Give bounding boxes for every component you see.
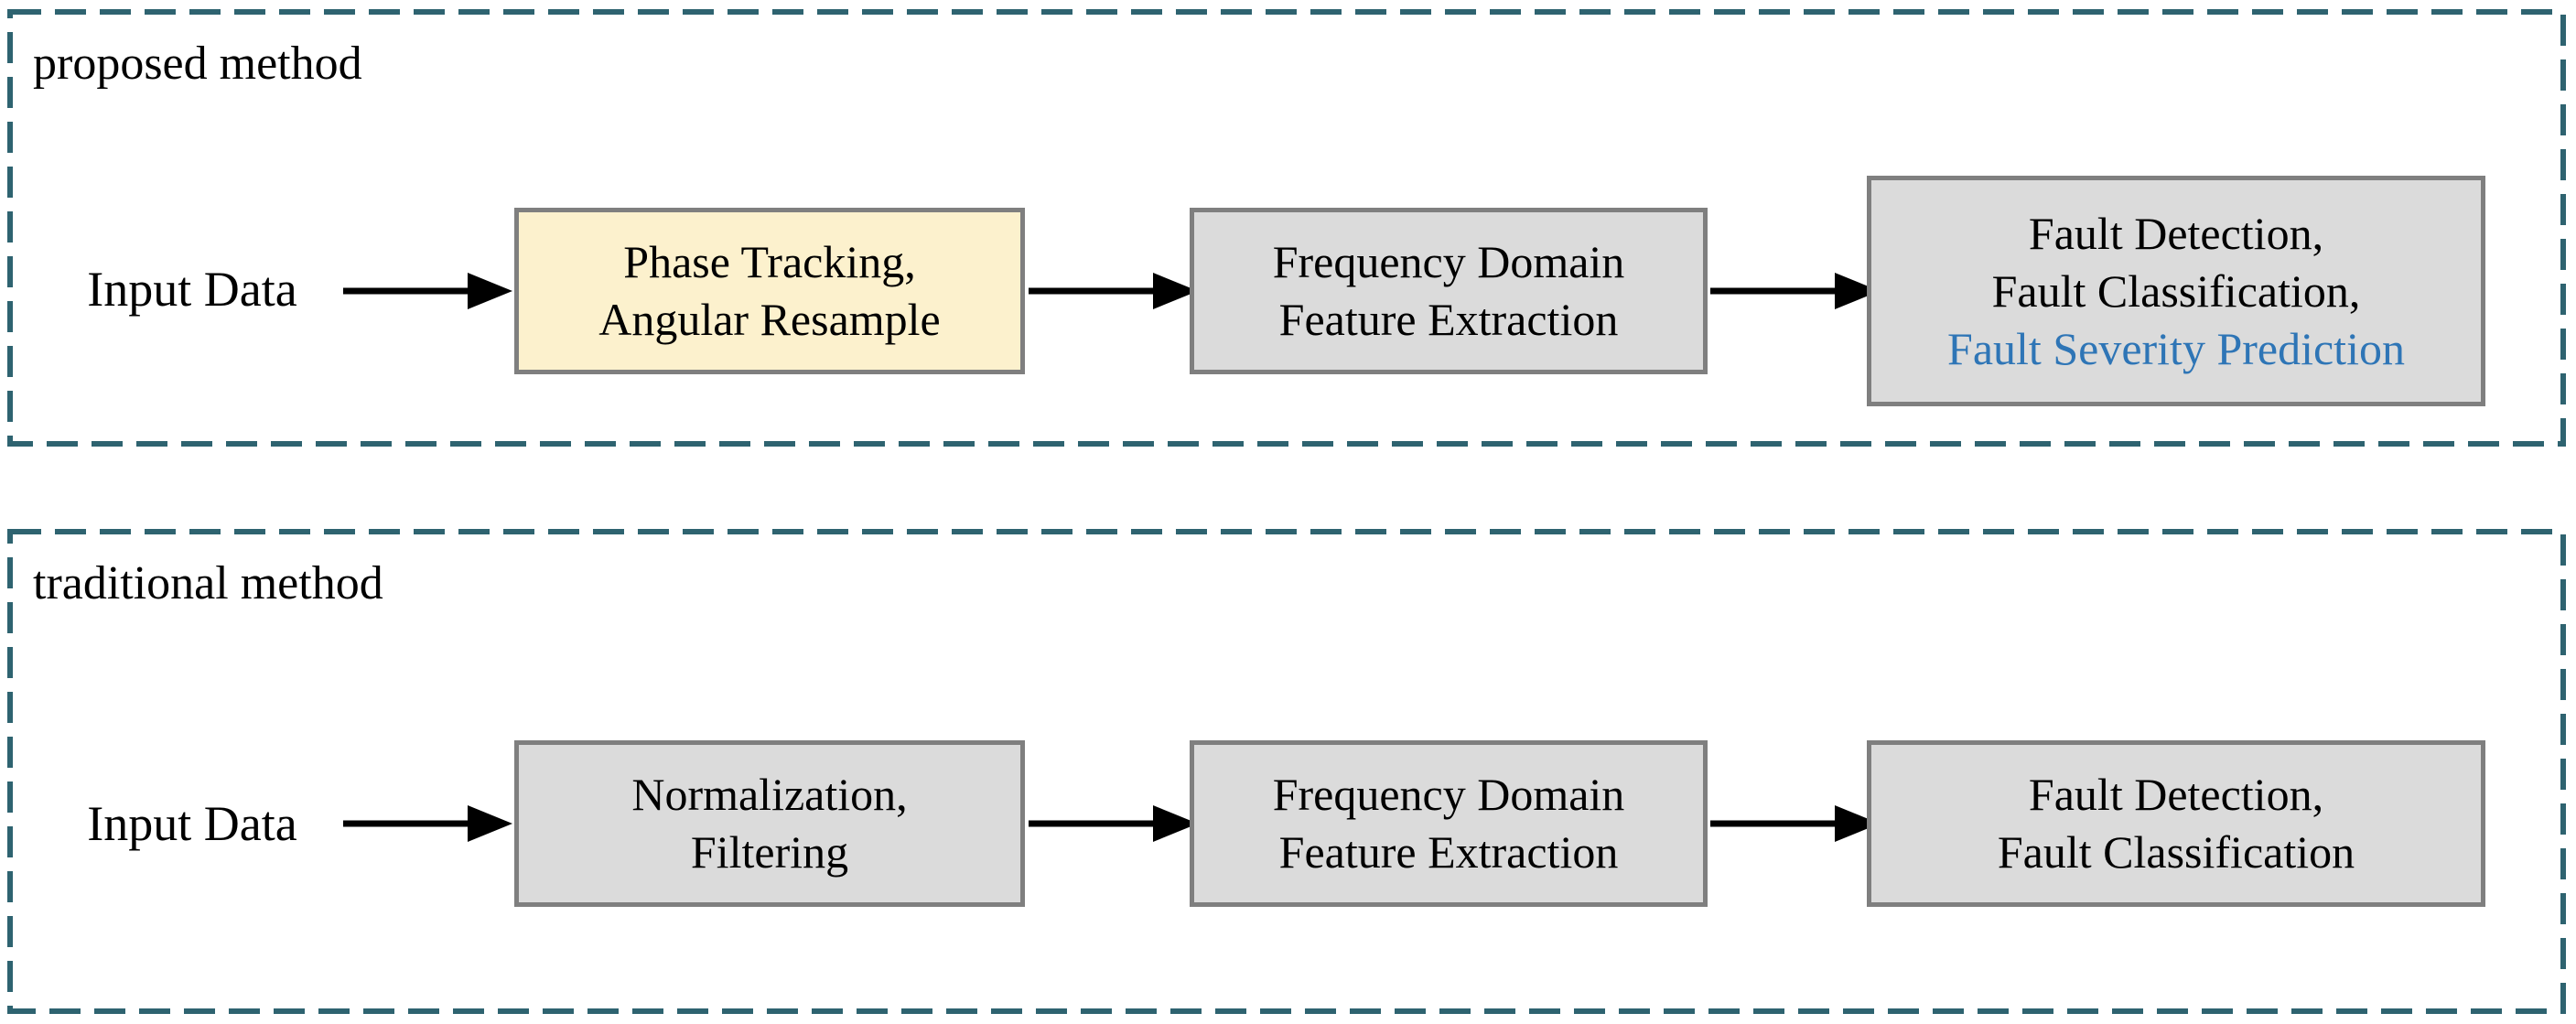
input-data-label: Input Data: [87, 796, 297, 851]
box-text-line: Fault Detection,: [2028, 769, 2324, 820]
box-text-line: Filtering: [690, 826, 849, 878]
dashed-panel-border: [7, 9, 2566, 447]
flow-arrow-icon: [1710, 273, 1880, 309]
process-box-frequency-feature: Frequency Domain Feature Extraction: [1190, 740, 1708, 907]
box-text-line-highlighted: Fault Severity Prediction: [1947, 322, 2405, 374]
panel-proposed-method: proposed method Input Data Phase Trackin…: [7, 9, 2566, 447]
box-text-line: Normalization,: [631, 769, 908, 820]
box-text-line: Frequency Domain: [1272, 236, 1625, 287]
process-box-frequency-feature: Frequency Domain Feature Extraction: [1190, 208, 1708, 374]
dashed-panel-border: [7, 529, 2566, 1014]
panel-title: traditional method: [33, 557, 383, 609]
process-box-phase-tracking: Phase Tracking, Angular Resample: [514, 208, 1025, 374]
flow-arrow-icon: [1710, 805, 1880, 842]
flow-arrow-icon: [1029, 273, 1198, 309]
box-text-line: Fault Classification: [1997, 826, 2355, 878]
panel-title: proposed method: [33, 38, 362, 90]
box-text-line: Phase Tracking,: [623, 236, 916, 287]
flow-arrow-icon: [343, 273, 512, 309]
box-text-line: Feature Extraction: [1278, 294, 1619, 345]
process-box-normalization: Normalization, Filtering: [514, 740, 1025, 907]
box-text-line: Feature Extraction: [1278, 826, 1619, 878]
box-text-line: Fault Detection,: [2028, 207, 2324, 259]
flow-arrow-icon: [1029, 805, 1198, 842]
box-text-line: Fault Classification,: [1991, 264, 2361, 317]
box-text-line: Frequency Domain: [1272, 769, 1625, 820]
process-box-fault-output: Fault Detection, Fault Classification, F…: [1867, 176, 2485, 406]
box-text-line: Angular Resample: [598, 294, 941, 345]
process-box-fault-output: Fault Detection, Fault Classification: [1867, 740, 2485, 907]
input-data-label: Input Data: [87, 262, 297, 317]
panel-traditional-method: traditional method Input Data Normalizat…: [7, 529, 2566, 1014]
flow-arrow-icon: [343, 805, 512, 842]
